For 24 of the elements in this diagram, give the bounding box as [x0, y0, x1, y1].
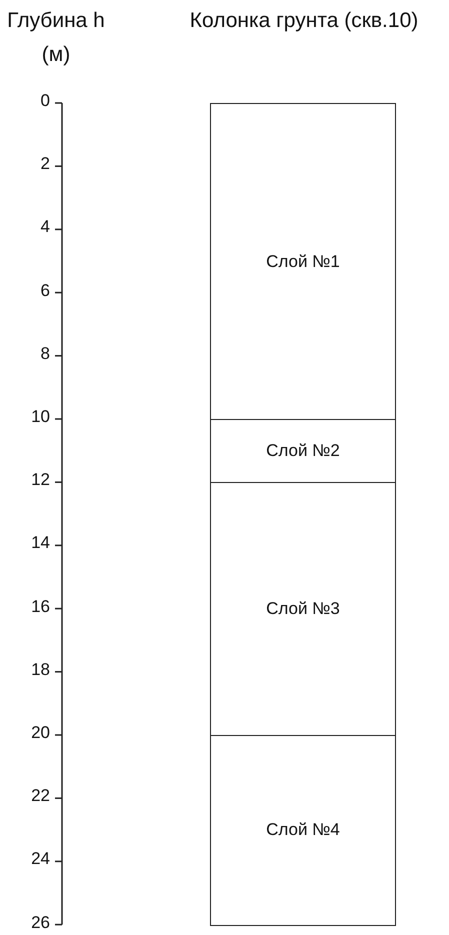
soil-layer: [210, 419, 396, 484]
layer-label: Слой №3: [266, 598, 340, 619]
soil-layer: [210, 103, 396, 420]
tick-label: 14: [30, 533, 50, 554]
tick-label: 6: [40, 280, 50, 301]
soil-layer: [210, 482, 396, 736]
layer-label: Слой №4: [266, 820, 340, 840]
tick-label: 24: [30, 849, 50, 870]
tick-label: 0: [40, 91, 50, 111]
axis-title: Глубина h (м): [6, 8, 106, 68]
soil-layer: [210, 735, 396, 926]
tick-label: 20: [30, 723, 50, 743]
tick-label: 10: [30, 407, 50, 427]
tick-label: 26: [30, 912, 50, 933]
tick-label: 22: [30, 786, 50, 806]
tick-label: 2: [40, 154, 50, 174]
tick-label: 12: [30, 470, 50, 490]
tick-label: 8: [40, 344, 50, 364]
tick-label: 4: [40, 217, 50, 238]
layer-label: Слой №1: [266, 252, 340, 272]
tick-label: 16: [30, 596, 50, 617]
layer-label: Слой №2: [266, 440, 340, 461]
column-title: Колонка грунта (скв.10): [188, 8, 420, 34]
tick-label: 18: [30, 660, 50, 680]
